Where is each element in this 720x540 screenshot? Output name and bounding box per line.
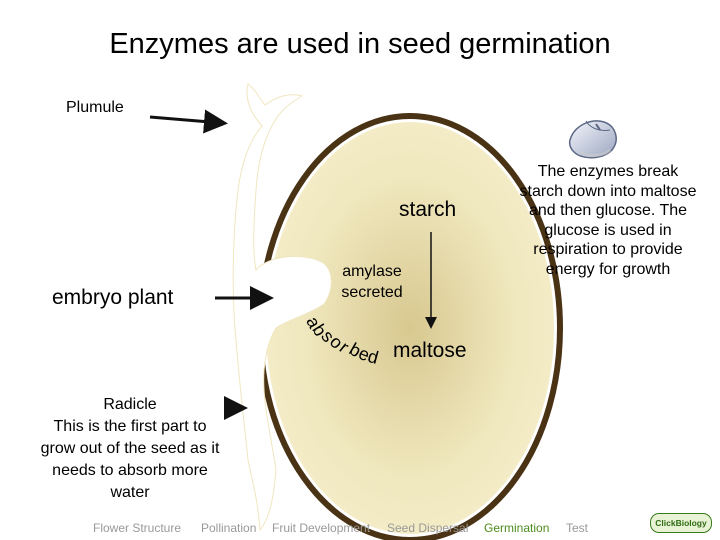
clickbiology-logo[interactable]: ClickBiology [650, 513, 712, 533]
radicle-text: This is the first part to grow out of th… [40, 418, 220, 501]
amylase-label: amylase secreted [332, 261, 412, 303]
radicle-description: Radicle This is the first part to grow o… [34, 394, 226, 504]
nav-seed-dispersal[interactable]: Seed Dispersal [387, 521, 469, 535]
starch-label: starch [399, 198, 457, 221]
nav-fruit-development[interactable]: Fruit Development [272, 521, 371, 535]
radicle-heading: Radicle [103, 396, 157, 413]
amylase-line-2: secreted [341, 284, 403, 301]
mouse-icon [568, 120, 617, 159]
nav-flower-structure[interactable]: Flower Structure [93, 521, 182, 535]
page-title: Enzymes are used in seed germination [109, 28, 611, 60]
amylase-line-1: amylase [342, 263, 402, 280]
embryo-plant-label: embryo plant [52, 286, 174, 309]
seed-endosperm [266, 122, 554, 534]
maltose-label: maltose [393, 339, 467, 362]
nav-germination[interactable]: Germination [484, 521, 550, 535]
explanation-text: The enzymes break starch down into malto… [519, 163, 697, 278]
nav-pollination[interactable]: Pollination [201, 521, 257, 535]
nav-test[interactable]: Test [566, 521, 589, 535]
seedling [232, 83, 332, 532]
plumule-arrow [149, 109, 228, 134]
bottom-nav: Flower Structure Pollination Fruit Devel… [0, 521, 720, 539]
plumule-label: Plumule [66, 99, 124, 116]
